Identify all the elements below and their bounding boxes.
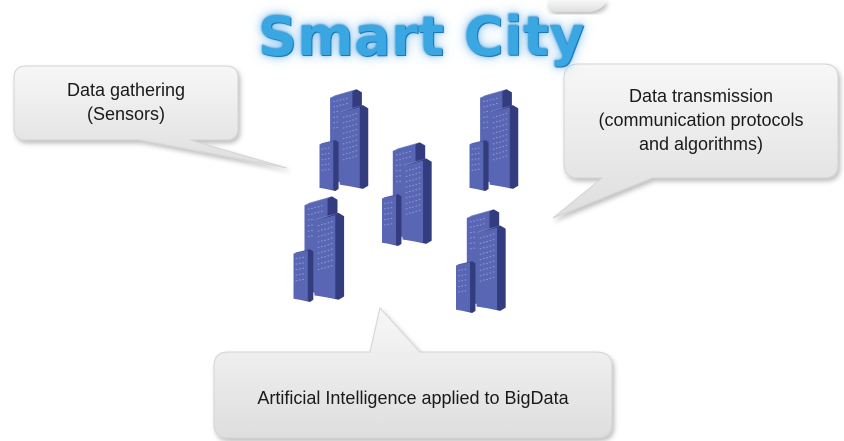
bottom-callout-bubble: [213, 306, 613, 439]
right-callout-line: and algorithms): [638, 134, 764, 154]
right-callout-line: Data transmission: [628, 86, 774, 106]
left-callout-line: Data gathering: [66, 80, 186, 100]
left-callout-bubble: [13, 65, 288, 169]
right-callout-text: Data transmission (communication protoco…: [564, 84, 838, 156]
right-callout-line: (communication protocols: [598, 110, 804, 130]
building-icon: [293, 196, 345, 302]
buildings-cluster: [293, 89, 519, 313]
bottom-callout-line: Artificial Intelligence applied to BigDa…: [257, 388, 569, 408]
top-partial-bubble: [547, 0, 606, 12]
page-title: Smart City: [258, 5, 585, 68]
building-icon: [382, 142, 432, 246]
building-icon: [469, 89, 519, 191]
bottom-callout-text: Artificial Intelligence applied to BigDa…: [214, 386, 612, 410]
left-callout-line: (Sensors): [86, 104, 166, 124]
right-callout-bubble: [552, 63, 839, 219]
building-icon: [456, 209, 506, 313]
building-icon: [319, 89, 369, 191]
left-callout-text: Data gathering (Sensors): [14, 78, 238, 126]
